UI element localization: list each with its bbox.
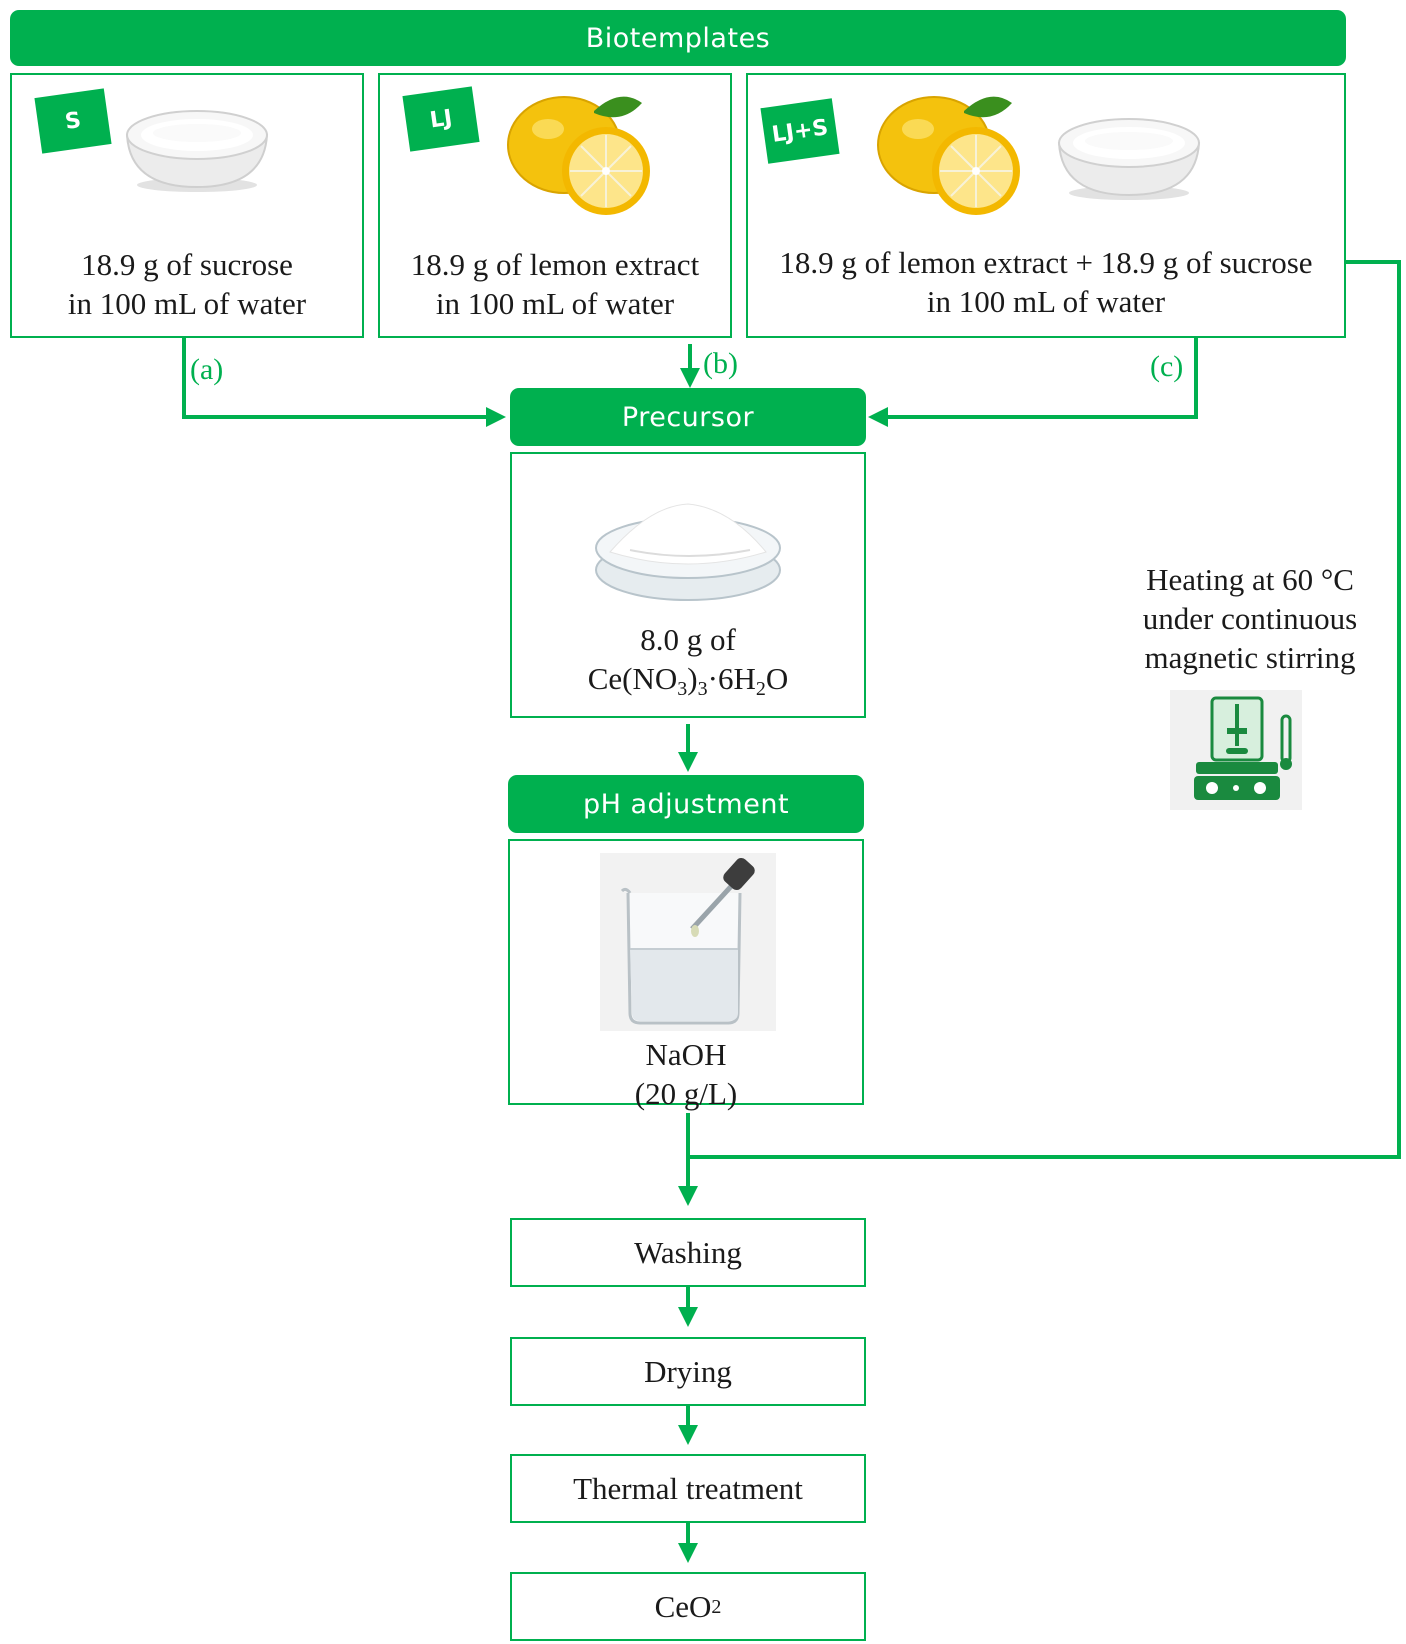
lemon-box: LJ 18.9 g of lemon extract in 100 mL of … bbox=[378, 73, 732, 338]
precursor-formula: Ce(NO3)3·6H2O bbox=[512, 659, 864, 700]
precursor-box: 8.0 g of Ce(NO3)3·6H2O bbox=[510, 452, 866, 718]
path-label-c: (c) bbox=[1150, 350, 1184, 383]
lemon-line2: in 100 mL of water bbox=[435, 286, 675, 321]
sugar-bowl-icon bbox=[125, 110, 269, 192]
lemon-line1: 18.9 g of lemon extract bbox=[410, 247, 700, 282]
lemon-sucrose-box: LJ+S 18.9 g of lemon extract + 18.9 g of… bbox=[746, 73, 1346, 338]
heating-note: Heating at 60 °C under continuous magnet… bbox=[1120, 560, 1380, 677]
petri-dish-icon bbox=[595, 503, 781, 601]
path-label-a: (a) bbox=[190, 353, 224, 386]
formula-sub-2: 2 bbox=[755, 678, 766, 700]
heating-loop-line bbox=[688, 260, 1401, 1159]
ph-line1: NaOH bbox=[645, 1037, 727, 1072]
sucrose-tag: S bbox=[34, 88, 112, 154]
ph-adjustment-box: NaOH (20 g/L) bbox=[508, 839, 864, 1111]
lemon-sucrose-line1: 18.9 g of lemon extract + 18.9 g of sucr… bbox=[779, 245, 1313, 280]
sucrose-box: S 18.9 g of sucrose in 100 mL of water bbox=[10, 73, 364, 338]
sucrose-line2: in 100 mL of water bbox=[67, 286, 307, 321]
heating-line3: magnetic stirring bbox=[1144, 640, 1356, 675]
precursor-line1: 8.0 g of bbox=[640, 622, 736, 657]
precursor-header: Precursor bbox=[510, 388, 866, 446]
sucrose-text: 18.9 g of sucrose in 100 mL of water bbox=[12, 245, 362, 323]
formula-sub-3b: 3 bbox=[697, 678, 708, 700]
ph-line2: (20 g/L) bbox=[634, 1076, 738, 1111]
step-washing: Washing bbox=[510, 1218, 866, 1287]
sugar-bowl-icon-2 bbox=[1057, 118, 1201, 200]
formula-o: O bbox=[765, 661, 789, 696]
lemon-sucrose-line2: in 100 mL of water bbox=[926, 284, 1166, 319]
lemon-icon bbox=[507, 96, 650, 215]
arrow-c bbox=[868, 337, 1198, 427]
heating-line1: Heating at 60 °C bbox=[1146, 562, 1354, 597]
step-drying: Drying bbox=[510, 1337, 866, 1406]
product-main: CeO bbox=[654, 1588, 712, 1624]
lemon-sucrose-text: 18.9 g of lemon extract + 18.9 g of sucr… bbox=[748, 243, 1344, 321]
ph-adjustment-header: pH adjustment bbox=[508, 775, 864, 833]
sucrose-line1: 18.9 g of sucrose bbox=[81, 247, 293, 282]
biotemplates-header: Biotemplates bbox=[10, 10, 1346, 66]
arrow-a bbox=[182, 337, 506, 427]
formula-sub-3a: 3 bbox=[677, 678, 688, 700]
lemon-icon-2 bbox=[877, 96, 1020, 215]
step-thermal-treatment: Thermal treatment bbox=[510, 1454, 866, 1523]
heating-line2: under continuous bbox=[1142, 601, 1358, 636]
ph-text: NaOH (20 g/L) bbox=[510, 1035, 862, 1113]
formula-paren: ) bbox=[687, 661, 698, 696]
lemon-tag: LJ bbox=[402, 86, 480, 152]
formula-dot: ·6H bbox=[707, 661, 756, 696]
lemon-sucrose-tag: LJ+S bbox=[760, 98, 840, 164]
path-label-b: (b) bbox=[703, 347, 738, 380]
lemon-text: 18.9 g of lemon extract in 100 mL of wat… bbox=[380, 245, 730, 323]
precursor-text: 8.0 g of Ce(NO3)3·6H2O bbox=[512, 620, 864, 700]
magnetic-stirrer-icon bbox=[1170, 690, 1302, 810]
beaker-dropper-icon bbox=[600, 853, 776, 1031]
formula-ce: Ce(NO bbox=[587, 661, 678, 696]
